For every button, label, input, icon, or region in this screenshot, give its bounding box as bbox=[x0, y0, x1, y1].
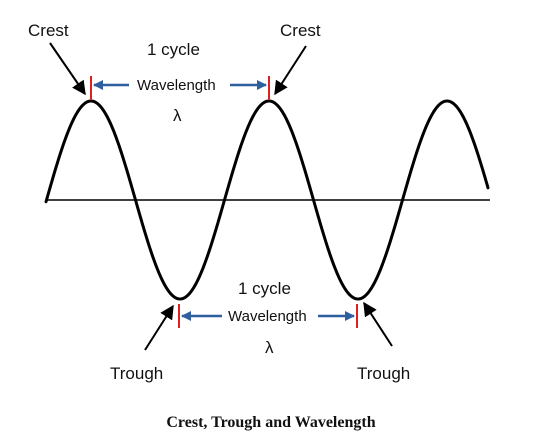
top-lambda-symbol: λ bbox=[173, 106, 182, 125]
trough-right-pointer-arrow bbox=[363, 301, 393, 347]
crest-right-pointer-arrow bbox=[274, 45, 307, 96]
bottom-lambda-symbol: λ bbox=[265, 338, 274, 357]
bottom-wavelength-label: Wavelength bbox=[228, 308, 307, 325]
trough-left-label: Trough bbox=[110, 364, 163, 383]
trough-left-pointer-arrow bbox=[144, 304, 174, 351]
crest-right-label: Crest bbox=[280, 21, 321, 40]
sine-wave bbox=[44, 99, 490, 301]
trough-right-label: Trough bbox=[357, 364, 410, 383]
crest-left-label: Crest bbox=[28, 21, 69, 40]
crest-left-pointer-arrow bbox=[49, 42, 86, 96]
top-wavelength-label: Wavelength bbox=[137, 77, 216, 94]
bottom-cycle-label: 1 cycle bbox=[238, 279, 291, 298]
diagram-caption: Crest, Trough and Wavelength bbox=[166, 414, 375, 431]
top-cycle-label: 1 cycle bbox=[147, 40, 200, 59]
